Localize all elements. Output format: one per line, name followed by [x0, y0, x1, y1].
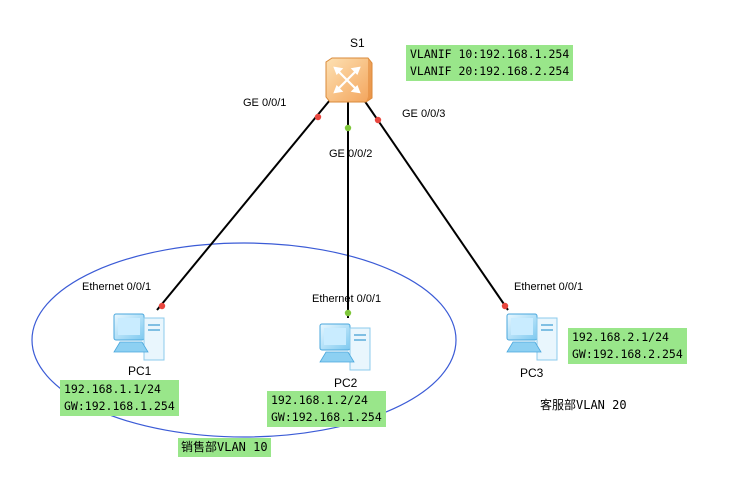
switch-icon[interactable] [325, 57, 373, 103]
port-dot-pc2 [344, 309, 352, 317]
pc3-icon[interactable] [506, 313, 558, 361]
port-dot-ge003 [374, 116, 382, 124]
port-dot-pc3 [501, 302, 509, 310]
vlan20-label: 客服部VLAN 20 [540, 398, 627, 412]
pc3-ip-box: 192.168.2.1/24 GW:192.168.2.254 [568, 328, 687, 364]
vlanif-20: VLANIF 20:192.168.2.254 [410, 64, 570, 78]
vlan10-label: 销售部VLAN 10 [178, 438, 271, 457]
pc1-name: PC1 [128, 364, 152, 378]
pc1-port-label: Ethernet 0/0/1 [82, 281, 152, 293]
port-dot-pc1 [158, 302, 166, 310]
pc1-ip: 192.168.1.1/24 [64, 382, 161, 396]
pc2-icon[interactable] [319, 323, 371, 371]
port-label-ge001: GE 0/0/1 [243, 97, 287, 109]
link-s1-pc1 [156, 99, 331, 311]
pc2-gw: GW:192.168.1.254 [271, 410, 382, 424]
pc2-ip-box: 192.168.1.2/24 GW:192.168.1.254 [267, 391, 386, 427]
pc1-gw: GW:192.168.1.254 [64, 399, 175, 413]
switch-name: S1 [350, 36, 365, 50]
pc3-gw: GW:192.168.2.254 [572, 347, 683, 361]
pc2-name: PC2 [334, 376, 358, 390]
pc2-port-label: Ethernet 0/0/1 [312, 293, 382, 305]
vlanif-10: VLANIF 10:192.168.1.254 [410, 47, 570, 61]
pc2-ip: 192.168.1.2/24 [271, 393, 368, 407]
port-label-ge003: GE 0/0/3 [402, 108, 446, 120]
link-s1-pc3 [363, 99, 509, 311]
pc3-port-label: Ethernet 0/0/1 [514, 281, 584, 293]
pc3-name: PC3 [520, 366, 544, 380]
port-dot-ge001 [314, 113, 322, 121]
pc1-icon[interactable] [113, 313, 165, 361]
port-dot-ge002 [344, 124, 352, 132]
port-label-ge002: GE 0/0/2 [329, 148, 373, 160]
vlanif-box: VLANIF 10:192.168.1.254 VLANIF 20:192.16… [406, 45, 574, 81]
vlan10-ellipse [31, 242, 457, 438]
pc3-ip: 192.168.2.1/24 [572, 330, 669, 344]
pc1-ip-box: 192.168.1.1/24 GW:192.168.1.254 [60, 380, 179, 416]
